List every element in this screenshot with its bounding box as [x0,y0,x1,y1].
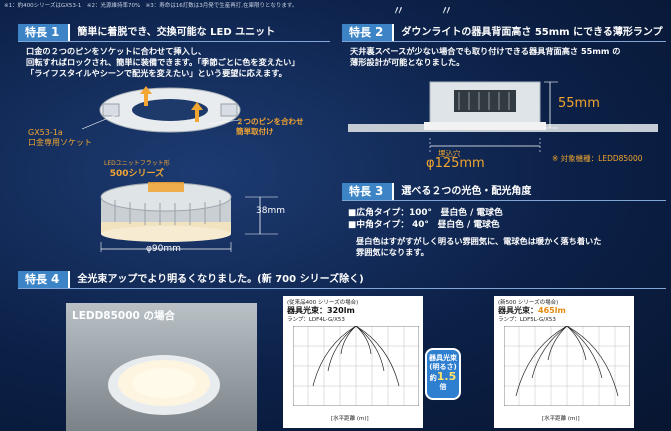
downlight-section-illustration [348,81,658,152]
new-flux: 器具光束：465lm [498,306,566,315]
feature1-rule [18,41,330,42]
feature2-description: 天井裏スペースが少ない場合でも取り付けできる器具背面高さ 55mm の 薄形設計… [350,46,621,67]
chart-new-series: (新500 シリーズの場合) 器具光束：465lm ランプ：LDF5L-G/X5… [494,296,634,428]
feature1-title: 簡単に着脱でき、交換可能な LED ユニット [68,24,275,41]
led-unit-illustration [81,86,278,252]
new-lamp: ランプ：LDF5L-G/X53 [498,317,556,323]
downlight-photo-art [108,355,220,415]
feature3-title: 選べる２つの光色・配光角度 [392,183,531,200]
feature3-types: ■広角タイプ：100° 昼白色 / 電球色 ■中角タイプ： 40° 昼白色 / … [348,208,503,230]
old-flux: 器具光束：320lm [287,306,355,315]
diameter-dimension: φ90mm [146,244,181,254]
old-series-note: (従来品400 シリーズの場合) [287,300,359,306]
feature3-rule [342,200,666,201]
pins-callout: ２つのピンを合わせ 簡単取付け [236,117,304,136]
cutout-label: 埋込穴 [438,149,461,158]
old-axis-label: [水平距離 (m)] [331,416,369,422]
new-light-distribution-diagram [504,326,630,406]
old-lamp: ランプ：LDF4L-G/X53 [287,317,345,323]
feature2-rule [342,41,666,42]
footnote: ※1：約400シリーズはGX53-1 ※2：光源維持率70% ※3：寿命は16灯… [4,3,298,9]
header-decoration: 〃 〃 [392,4,457,19]
brightness-ratio-badge: 器具光束 (明るさ) 約1.5倍 [425,348,461,400]
target-model-note: ※ 対象機種：LEDD85000 [552,154,643,163]
unit-label: LEDユニットフラット形 500シリーズ [104,160,170,179]
downlight-photo: LEDD85000 の場合 [66,303,257,431]
cutout-size: φ125mm [426,156,485,171]
feature1-description: 口金の２つのピンをソケットに合わせて挿入し、 回転すればロックされ、簡単に装備で… [26,46,300,78]
feature2-title: ダウンライトの器具背面高さ 55mm にできる薄形ランプ [392,24,663,41]
new-series-note: (新500 シリーズの場合) [498,300,559,306]
height-dimension: 38mm [256,206,285,216]
chart-old-series: (従来品400 シリーズの場合) 器具光束：320lm ランプ：LDF4L-G/… [283,296,423,428]
photo-label: LEDD85000 の場合 [72,310,175,322]
feature4-title: 全光束アップでより明るくなりました。(新 700 シリーズ除く) [68,271,364,288]
feature3-description: 昼白色はすがすがしく明るい雰囲気に、電球色は暖かく落ち着いた 雰囲気になります。 [356,236,602,257]
new-axis-label: [水平距離 (m)] [542,416,580,422]
height-55mm: 55mm [558,96,600,111]
socket-label: GX53-1a 口金専用ソケット [28,128,92,147]
old-light-distribution-diagram [293,326,419,406]
feature4-rule [18,288,666,289]
